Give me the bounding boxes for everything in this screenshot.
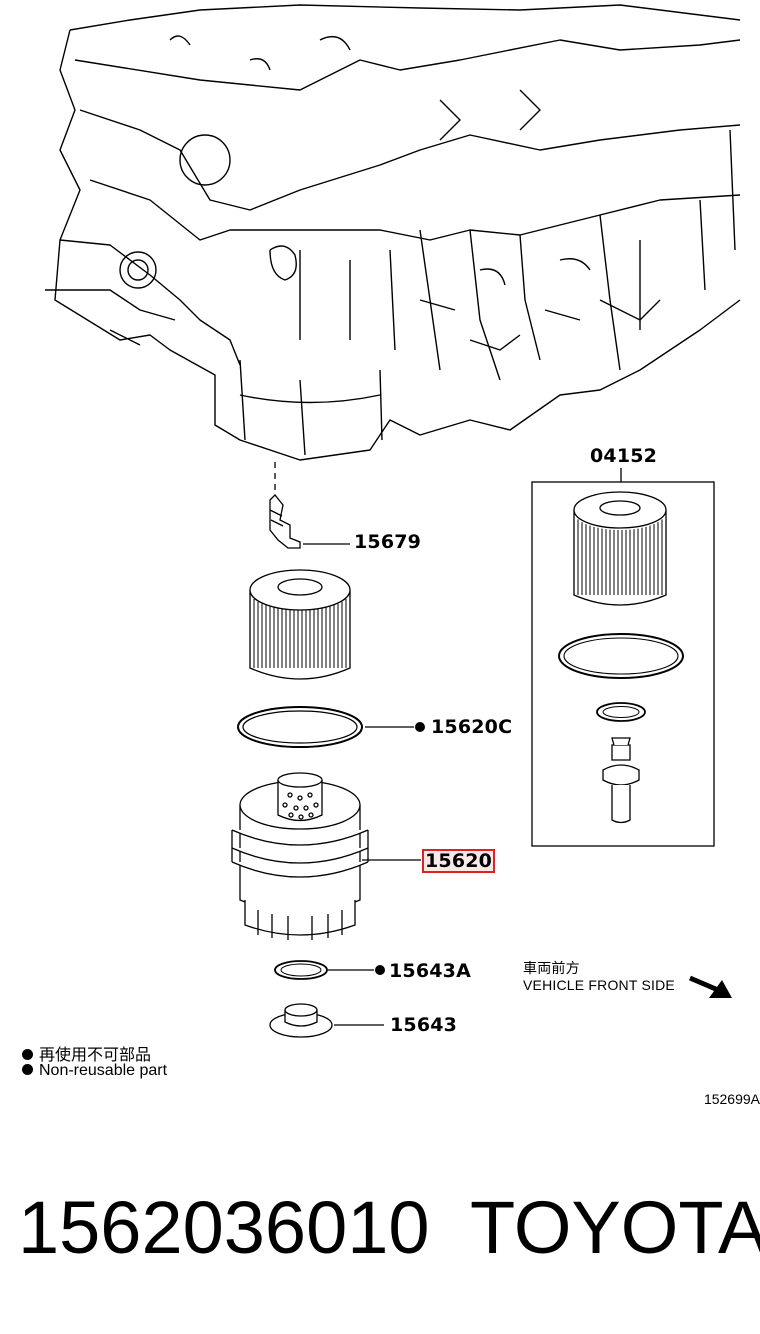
engine-block-drawing xyxy=(45,4,741,461)
callout-15643A[interactable]: 15643A xyxy=(389,960,472,982)
vehicle-front-arrow-icon xyxy=(689,975,732,998)
legend-row-jp: 再使用不可部品 xyxy=(22,1041,151,1065)
part-number: 1562036010 xyxy=(18,1186,430,1269)
gasket-15643A xyxy=(274,960,328,980)
callout-04152[interactable]: 04152 xyxy=(590,445,658,467)
callout-15620-highlighted[interactable]: 15620 xyxy=(422,849,496,873)
diagram-reference: 152699A xyxy=(703,1091,760,1107)
kit-o-ring xyxy=(558,633,684,679)
kit-drain-pipe xyxy=(602,737,640,824)
kit-filter-element xyxy=(573,491,667,606)
callout-15643[interactable]: 15643 xyxy=(390,1014,458,1036)
kit-box-04152 xyxy=(531,481,715,847)
oil-filter-pleats xyxy=(253,599,347,668)
drain-plug-pipe-15679 xyxy=(269,494,301,549)
direction-label-en: VEHICLE FRONT SIDE xyxy=(523,977,675,993)
direction-label-jp: 車両前方 xyxy=(523,960,580,976)
kit-gasket xyxy=(596,702,646,722)
bullet-dot-icon xyxy=(22,1064,33,1075)
legend-text-jp: 再使用不可部品 xyxy=(39,1047,152,1064)
callout-15679[interactable]: 15679 xyxy=(354,531,422,553)
parts-diagram xyxy=(45,4,741,1038)
legend-row-en: Non-reusable part xyxy=(22,1062,167,1080)
legend-text-en: Non-reusable part xyxy=(39,1062,168,1079)
non-reusable-dot-15643A xyxy=(375,965,385,975)
oil-filter-element xyxy=(249,569,351,680)
bullet-dot-icon xyxy=(22,1049,33,1060)
non-reusable-dot-15620C xyxy=(415,722,425,732)
o-ring-15620C xyxy=(237,706,363,748)
callout-15620C[interactable]: 15620C xyxy=(431,716,513,738)
drain-plug-15643 xyxy=(269,1003,333,1038)
brand-name: TOYOTA xyxy=(470,1186,760,1269)
kit-filter-pleats xyxy=(577,519,663,595)
filter-cap-15620 xyxy=(231,772,369,940)
